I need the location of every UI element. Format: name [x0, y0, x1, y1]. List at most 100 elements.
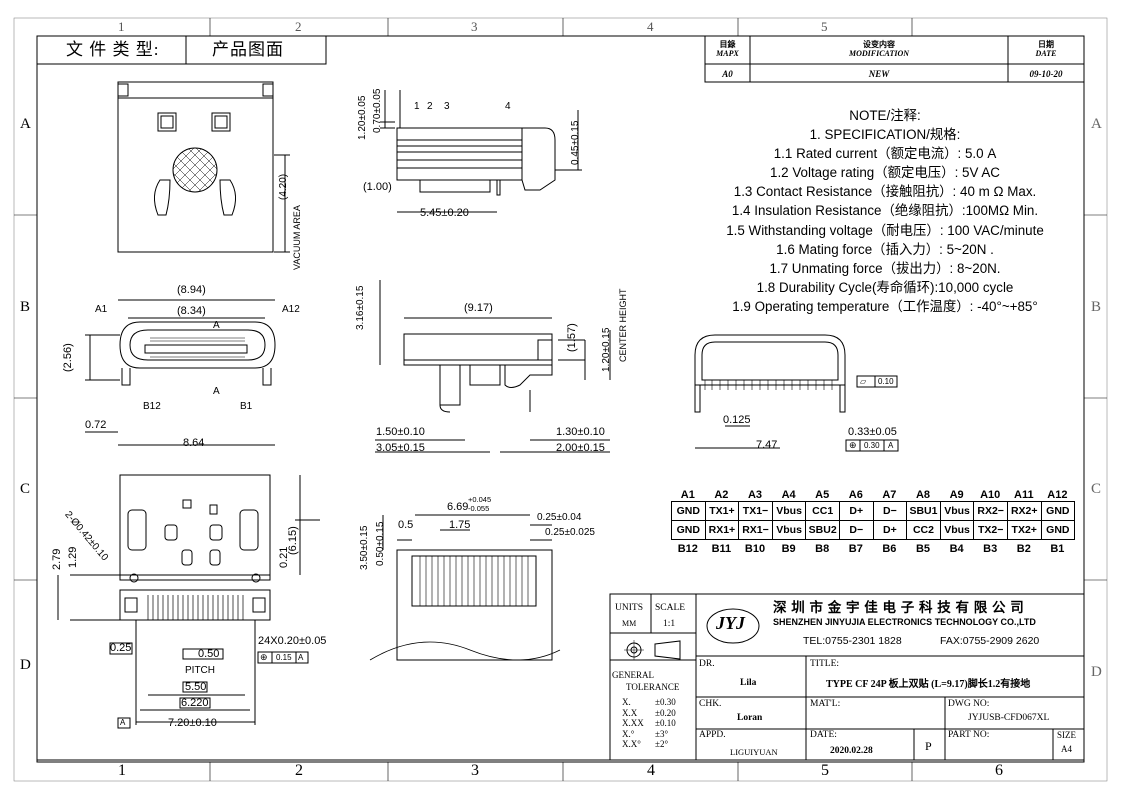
- pin-signal-cell: D+: [872, 520, 908, 540]
- grid-col-6-bottom: 6: [995, 762, 1003, 779]
- grid-col-4: 4: [647, 19, 654, 34]
- dim-sv2-b1: 1.50±0.10: [376, 426, 425, 438]
- pin-bottom-label: B8: [815, 543, 830, 555]
- callout-3: 3: [444, 101, 450, 112]
- grid-col-3-bottom: 3: [471, 762, 479, 779]
- grid-col-3: 3: [471, 19, 478, 34]
- dim-ev-w3: 0.33±0.05: [848, 426, 897, 438]
- dim-fp-datum: A: [298, 653, 304, 662]
- tolerance-value: ±0.10: [655, 718, 676, 728]
- pin-signal-cell: Vbus: [771, 520, 807, 540]
- rev-letter: P: [925, 739, 932, 753]
- dim-fp-pitch: PITCH: [185, 665, 215, 676]
- pin-bottom-label: B6: [882, 543, 897, 555]
- rev-date: 09-10-20: [1029, 69, 1063, 79]
- pin-top-label: A8: [915, 489, 931, 501]
- pin-top-label: A9: [949, 489, 964, 501]
- spec-item: 1.7 Unmating force（拔出力）: 8~20N.: [769, 260, 1001, 276]
- section-mark-top: A: [213, 320, 220, 331]
- company-tel: TEL:0755-2301 1828: [803, 635, 902, 647]
- dim-sec-w3: 6.69: [447, 501, 469, 513]
- pin-top-label: A6: [848, 489, 863, 501]
- pin-bottom-label: B5: [915, 543, 931, 555]
- pin-signal-cell: SBU2: [805, 520, 840, 540]
- grid-col-1: 1: [118, 19, 125, 34]
- tolerance-value: ±0.20: [655, 707, 676, 718]
- dim-fp-h4: 0.21: [278, 546, 290, 568]
- pin-top-label: A3: [747, 489, 763, 501]
- dim-sec-w5: 0.25±0.025: [545, 527, 595, 538]
- grid-row-d-right: D: [1091, 664, 1102, 680]
- pin-signal-cell: RX2+: [1006, 501, 1042, 521]
- appd-label: APPD.: [699, 730, 726, 740]
- dim-fv-w2: (8.34): [177, 305, 206, 317]
- spec-item: 1.5 Withstanding voltage（耐电压）: 100 VAC/m…: [726, 222, 1044, 238]
- dim-sv2-h3: 1.20±0.15: [601, 327, 612, 372]
- pin-signal-cell: TX1−: [738, 501, 773, 521]
- pin-label-b1: B1: [240, 401, 253, 412]
- chk-label: CHK.: [699, 699, 722, 709]
- dim-fp-w3: 5.50: [185, 681, 207, 693]
- side-view-2-drawing: [375, 280, 611, 453]
- rev-col3-cn: 日期: [1038, 40, 1054, 49]
- dim-sv1-d3: 0.45±0.15: [570, 120, 581, 165]
- dim-fp-h2: 1.29: [67, 546, 79, 568]
- fp-position-symbol-icon: ⊕: [260, 652, 268, 662]
- part-label: PART NO:: [948, 730, 990, 740]
- dim-fv-w4: 0.72: [85, 419, 107, 431]
- section-view-drawing: [369, 514, 561, 661]
- pin-top-label: A1: [680, 489, 695, 501]
- pin-bottom-label: B12: [677, 543, 698, 555]
- dim-ev-pos: 0.30: [864, 441, 880, 450]
- dim-ev-w1: 0.125: [723, 414, 751, 426]
- dim-sv1-d1: 1.20±0.05: [357, 95, 368, 140]
- callout-4: 4: [505, 101, 511, 112]
- fp-datum-box: A: [120, 718, 126, 727]
- spec-item: 1.2 Voltage rating（额定电压）: 5V AC: [770, 165, 1000, 181]
- dim-fp-pins: 24X0.20±0.05: [258, 635, 327, 647]
- grid-col-1-bottom: 1: [118, 762, 126, 779]
- dim-ev-flat: 0.10: [878, 377, 894, 386]
- pin-top-label: A10: [980, 489, 1001, 501]
- dim-sec-w4: 0.25±0.04: [537, 512, 582, 523]
- dim-sv2-w1: (9.17): [464, 302, 493, 314]
- pin-signal-cell: D−: [872, 501, 908, 521]
- dim-sv1-d5: 5.45±0.20: [420, 207, 469, 219]
- dim-fp-w5: 7.20±0.10: [168, 717, 217, 729]
- dim-sv1-d4: (1.00): [363, 181, 392, 193]
- pin-bottom-label: B4: [949, 543, 964, 555]
- pin-signal-cell: TX2+: [1006, 520, 1042, 540]
- dim-fv-w1: (8.94): [177, 284, 206, 296]
- pin-signal-cell: Vbus: [939, 501, 975, 521]
- dim-fp-w2: 0.50: [198, 648, 220, 660]
- footprint-drawing: [57, 474, 320, 729]
- pin-label-b12: B12: [143, 401, 161, 412]
- pin-bottom-label: B10: [744, 543, 766, 555]
- dim-fp-h1: 2.79: [51, 548, 63, 570]
- title-label: TITLE:: [810, 659, 840, 669]
- size-value: A4: [1061, 744, 1072, 754]
- rev-col2-cn: 设变内容: [863, 40, 895, 49]
- pin-signal-cell: D−: [838, 520, 874, 540]
- scale-label: SCALE: [655, 603, 686, 613]
- company-name-en: SHENZHEN JINYUJIA ELECTRONICS TECHNOLOGY…: [773, 617, 1036, 627]
- specification-notes: NOTE/注释: 1. SPECIFICATION/规格: 1.1 Rated …: [700, 106, 1070, 316]
- dim-sec-tol-dn: -0.055: [468, 504, 490, 513]
- pin-signal-cell: GND: [1040, 520, 1076, 540]
- notes-spec-title: 1. SPECIFICATION/规格:: [809, 127, 961, 143]
- dim-sv1-d2: 0.70±0.05: [372, 88, 383, 133]
- grid-row-a-right: A: [1091, 116, 1102, 132]
- pin-signal-cell: Vbus: [939, 520, 975, 540]
- tolerance-title-2: TOLERANCE: [626, 682, 680, 692]
- pin-bottom-label: B2: [1016, 543, 1031, 555]
- tolerance-format: X.: [622, 697, 631, 707]
- pin-signal-cell: GND: [671, 520, 706, 540]
- units-value: MM: [622, 619, 637, 628]
- grid-row-c-right: C: [1091, 481, 1102, 497]
- dr-label: DR.: [699, 659, 715, 669]
- dim-sv2-h2: (1.57): [566, 323, 578, 352]
- dim-top-height: (4.20): [278, 173, 289, 200]
- pin-signal-cell: RX1−: [738, 520, 773, 540]
- tolerance-format: X.X°: [622, 739, 641, 749]
